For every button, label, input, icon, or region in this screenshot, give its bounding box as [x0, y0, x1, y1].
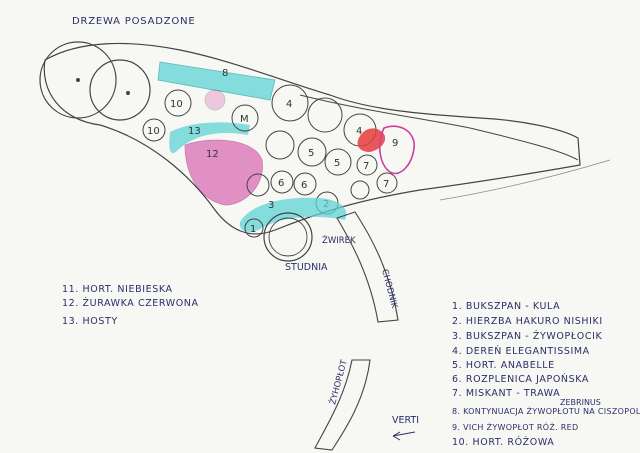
tree-trunk-1	[76, 78, 80, 82]
hosty-number: 13	[188, 126, 201, 137]
rozplenica-small	[246, 173, 270, 197]
north-label: VERTI	[392, 415, 419, 426]
legend-right-8: 8. KONTYNUACJA ŻYWOPŁOTU NA CISZOPOL.	[452, 406, 640, 416]
kula	[244, 218, 264, 238]
deren-b	[307, 97, 343, 133]
legend-right-2: 2. HIERZBA HAKURO NISHIKI	[452, 316, 603, 327]
legend-left-11: 11. HORT. NIEBIESKA	[62, 284, 173, 295]
legend-right-10: 10. HORT. RÓŻOWA	[452, 436, 554, 448]
hort-pink-a	[164, 89, 192, 117]
north-arrow-icon	[392, 431, 416, 441]
miskant-b	[376, 172, 398, 194]
hort-pink-b	[142, 118, 166, 142]
zywoplocik-number: 3	[268, 200, 274, 211]
hedge-top	[157, 61, 276, 101]
zurawka-patch	[184, 139, 263, 206]
rose-red-patch	[357, 128, 386, 152]
well-label: STUDNIA	[285, 262, 328, 273]
garden-bed-outline	[43, 42, 581, 235]
path-right-label: CHODNIK	[379, 268, 399, 310]
rozplenica-a	[270, 170, 294, 194]
legend-right: 1. BUKSZPAN - KULA 2. HIERZBA HAKURO NIS…	[452, 301, 640, 448]
hort-pink-small	[204, 89, 226, 111]
miskant-m-number: M	[240, 114, 249, 125]
legend-right-6: 6. ROZPLENICA JAPOŃSKA	[452, 373, 589, 385]
miskant-m	[231, 104, 259, 132]
hort-c	[324, 148, 352, 176]
gravel-label: ŻWIREK	[322, 235, 356, 246]
rozplenica-a-number: 6	[278, 178, 284, 189]
deren-b-number: 4	[356, 126, 362, 137]
hosty-strip	[169, 122, 250, 154]
roz-red-number: 9	[392, 138, 398, 149]
miskant-a	[356, 154, 378, 176]
hort-pink-b-number: 10	[147, 126, 160, 137]
legend-right-3: 3. BUKSZPAN - ŻYWOPŁOCIK	[452, 331, 602, 342]
zurawka-number: 12	[206, 149, 219, 160]
tree-2	[89, 59, 151, 121]
rozplenica-b	[293, 172, 317, 196]
legend-left-13: 13. HOSTY	[62, 316, 118, 327]
hort-pink-a-number: 10	[170, 99, 183, 110]
zywoplocik-strip	[239, 197, 347, 232]
legend-left-12: 12. ŻURAWKA CZERWONA	[62, 298, 199, 309]
miskant-b-number: 7	[383, 179, 389, 190]
path-right	[336, 211, 399, 323]
miskant-c	[350, 180, 370, 200]
legend-right-9: 9. VICH ŻYWOPŁOT RÓŻ. RED	[452, 421, 578, 432]
rozplenica-b-number: 6	[301, 180, 307, 191]
kula-number: 1	[250, 224, 256, 235]
tree-trunk-2	[126, 91, 130, 95]
deren-a-number: 4	[286, 99, 292, 110]
hort-a-number: 5	[308, 148, 314, 159]
well-circle	[263, 212, 313, 262]
hort-b	[297, 137, 327, 167]
curve-right	[439, 159, 611, 201]
legend-right-7: 7. MISKANT - TRAWA	[452, 388, 560, 399]
deren-a	[271, 84, 309, 122]
roz-red-outline	[378, 125, 415, 175]
tree-1	[39, 41, 117, 119]
well-inner	[268, 217, 308, 257]
path-bottom	[314, 359, 371, 451]
hedge-top-number: 8	[222, 68, 228, 79]
legend-right-5: 5. HORT. ANABELLE	[452, 360, 555, 371]
hort-b-number: 5	[334, 158, 340, 169]
bed-inner-curve	[299, 94, 579, 161]
legend-left: 11. HORT. NIEBIESKA 12. ŻURAWKA CZERWONA…	[62, 284, 199, 327]
legend-right-zebrinus: ZEBRINUS	[560, 398, 601, 407]
hort-a	[265, 130, 295, 160]
legend-right-1: 1. BUKSZPAN - KULA	[452, 301, 560, 312]
miskant-a-number: 7	[363, 161, 369, 172]
legend-right-4: 4. DEREŃ ELEGANTISSIMA	[452, 345, 590, 357]
title-text: DRZEWA POSADZONE	[72, 16, 195, 27]
